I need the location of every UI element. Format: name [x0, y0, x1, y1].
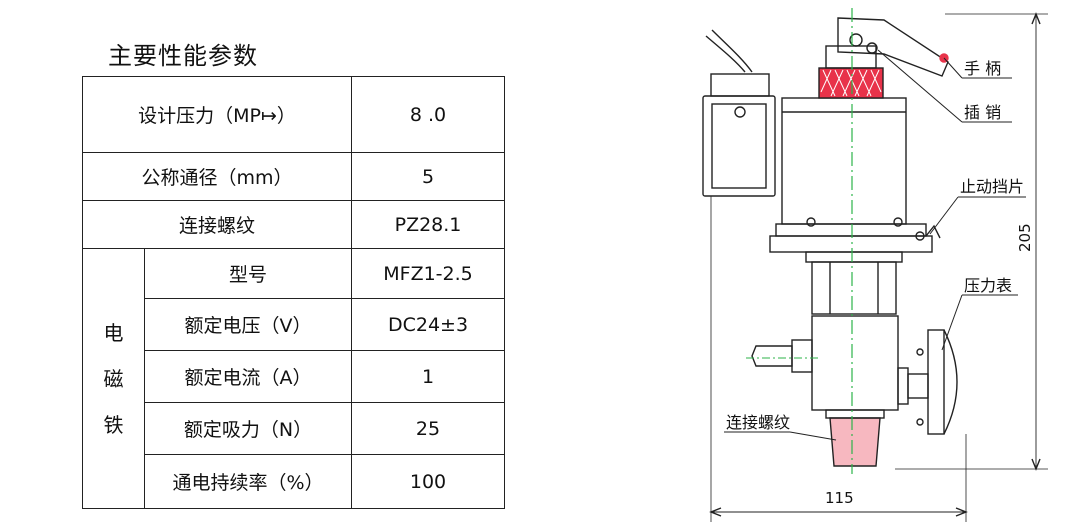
row-label: 额定电流（A）	[144, 350, 352, 403]
callout-gauge: 压力表	[964, 276, 1012, 295]
gauge-screw	[916, 418, 924, 426]
dim-arrow	[709, 507, 722, 517]
height-dimension-label: 205	[1016, 223, 1034, 252]
callout-handle: 手 柄	[964, 59, 1001, 78]
plug-screw	[734, 106, 746, 118]
row-value: PZ28.1	[351, 200, 505, 249]
knob-stem	[825, 45, 877, 69]
housing-bolt	[806, 217, 816, 227]
leader-line	[877, 49, 963, 123]
leader-line	[941, 294, 963, 351]
connection-thread	[829, 417, 881, 467]
cable	[705, 35, 746, 73]
row-label: 通电持续率（%）	[144, 454, 352, 509]
lock-pin	[866, 42, 878, 54]
table-row: 连接螺纹 PZ28.1	[82, 200, 505, 249]
group-label-char: 铁	[103, 412, 124, 437]
row-label: 额定吸力（N）	[144, 402, 352, 455]
row-value: 5	[351, 152, 505, 201]
leader-line	[929, 196, 959, 235]
callout-stop-plate: 止动挡片	[960, 177, 1024, 196]
callout-pin: 插 销	[964, 103, 1001, 122]
cable	[711, 29, 753, 73]
group-label-char: 磁	[103, 366, 124, 391]
solenoid-housing	[781, 97, 907, 225]
flange-bolt	[915, 231, 925, 241]
dim-arrow	[955, 507, 968, 517]
table-row: 额定电压（V） DC24±3	[83, 298, 505, 351]
row-label: 连接螺纹	[82, 200, 352, 249]
row-value: DC24±3	[351, 298, 505, 351]
table-row: 设计压力（MP↦） 8 .0	[82, 76, 505, 153]
group-label: 电 磁 铁	[82, 248, 145, 509]
gauge-screw	[916, 348, 924, 356]
valve-drawing: 手 柄 插 销 止动挡片 压力表 连接螺纹 115 205	[702, 8, 1048, 522]
housing-bolt	[893, 217, 903, 227]
leader-line	[943, 57, 963, 79]
gauge-nut	[907, 373, 929, 399]
stop-tab	[925, 224, 941, 239]
leader-line	[789, 431, 837, 441]
handle-pivot	[849, 33, 863, 47]
row-value: 25	[351, 402, 505, 455]
table-row: 公称通径（mm） 5	[82, 152, 505, 201]
handle-lever	[837, 17, 949, 77]
connector-cap	[710, 73, 770, 97]
row-value: 8 .0	[351, 76, 505, 153]
table-row: 电 磁 铁 型号 MFZ1-2.5	[82, 248, 505, 509]
thread-collar	[825, 409, 885, 419]
valve-body	[811, 315, 899, 411]
gauge-stem	[897, 367, 909, 405]
row-label: 公称通径（mm）	[82, 152, 352, 201]
group-label-char: 电	[103, 320, 124, 345]
left-port	[751, 345, 793, 367]
flange	[769, 235, 933, 253]
width-dimension-label: 115	[825, 489, 854, 507]
row-label: 型号	[144, 248, 352, 299]
row-label: 设计压力（MP↦）	[82, 76, 352, 153]
table-row: 额定吸力（N） 25	[83, 402, 505, 455]
row-label: 额定电压（V）	[144, 298, 352, 351]
callout-thread: 连接螺纹	[726, 413, 790, 432]
spec-table: 设计压力（MP↦） 8 .0 公称通径（mm） 5 连接螺纹 PZ28.1 电 …	[82, 76, 505, 509]
dim-arrow	[1031, 12, 1041, 25]
connector-plug	[702, 95, 776, 197]
neck-top	[805, 251, 903, 263]
gauge-face	[943, 329, 958, 435]
dim-arrow	[1031, 458, 1041, 471]
row-value: 100	[351, 454, 505, 509]
left-fitting	[791, 339, 813, 373]
row-value: 1	[351, 350, 505, 403]
hex-nut	[811, 261, 897, 315]
connector-body	[711, 103, 767, 189]
table-row: 通电持续率（%） 100	[83, 454, 505, 509]
stop-plate	[775, 223, 927, 237]
knurl-pattern	[820, 69, 882, 97]
row-value: MFZ1-2.5	[351, 248, 505, 299]
table-row: 额定电流（A） 1	[83, 350, 505, 403]
page-title: 主要性能参数	[108, 42, 258, 70]
gauge-case	[927, 329, 945, 435]
